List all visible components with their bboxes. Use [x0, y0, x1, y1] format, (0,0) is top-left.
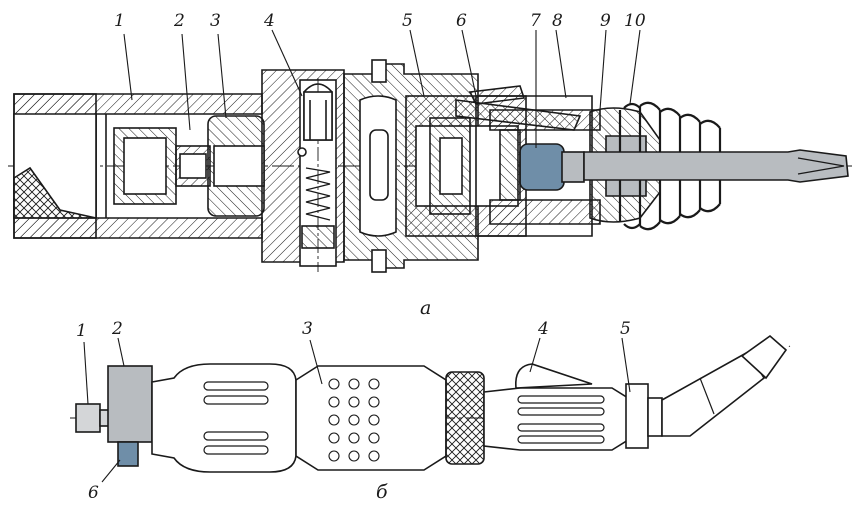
left-grip-slots	[203, 381, 269, 455]
callout-a-6: 6	[456, 11, 467, 31]
part-b2-fitting	[107, 365, 153, 443]
callout-b-4: 4	[537, 319, 549, 339]
part-7-striker	[519, 143, 565, 191]
part-b5-collar	[625, 383, 649, 449]
part-3-coupling	[207, 115, 265, 217]
part-1-housing	[13, 93, 263, 239]
figure-a-section	[8, 59, 852, 273]
callout-b-6: 6	[88, 483, 99, 503]
nozzle-tip	[740, 334, 788, 380]
caption-a: а	[420, 297, 431, 319]
nozzle	[661, 350, 766, 437]
callout-a-9: 9	[600, 11, 611, 31]
callout-b-2: 2	[111, 319, 123, 339]
part-8-barrel	[475, 95, 601, 237]
callout-a-8: 8	[552, 11, 563, 31]
right-grip-slots	[517, 395, 605, 444]
part-b4-trigger	[515, 363, 593, 389]
muffler-holes	[328, 378, 380, 462]
callout-a-7: 7	[530, 11, 541, 31]
part-b6-filter	[117, 441, 139, 467]
leaders-b	[83, 337, 631, 483]
callout-a-3: 3	[210, 11, 221, 31]
callout-b-1: 1	[76, 321, 87, 341]
part-2-nut	[113, 127, 211, 205]
part-4-valve-body	[261, 69, 345, 272]
knurled-ring	[445, 371, 485, 465]
callout-b-5: 5	[620, 319, 631, 339]
callout-a-4: 4	[263, 11, 275, 31]
callout-a-1: 1	[114, 11, 125, 31]
leaders-a	[123, 29, 641, 148]
part-b1-bolt	[75, 403, 101, 433]
figure-b-exterior	[70, 334, 791, 473]
callout-a-5: 5	[402, 11, 413, 31]
callout-a-2: 2	[173, 11, 185, 31]
part-b3-muffler	[295, 365, 447, 471]
callouts-a: 1 2 3 4 5 6 7 8 9 10	[114, 11, 646, 31]
callout-a-10: 10	[624, 11, 646, 31]
callout-b-3: 3	[302, 319, 313, 339]
body-left-section	[151, 363, 297, 473]
tool-bit	[583, 149, 849, 183]
caption-b: б	[376, 481, 388, 503]
valve-spring	[305, 167, 331, 221]
callouts-b: 1 2 3 4 5 6	[76, 319, 631, 503]
right-body-section	[483, 387, 629, 451]
